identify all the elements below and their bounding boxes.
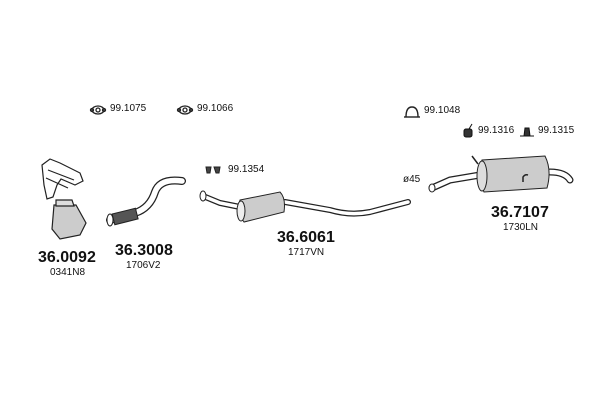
part-number: 36.6061 bbox=[277, 229, 335, 246]
part-ref: 1730LN bbox=[503, 222, 539, 233]
accessory-code: 99.1048 bbox=[424, 105, 461, 116]
accessory-code: 99.1354 bbox=[228, 164, 265, 175]
gasket-icon bbox=[89, 105, 107, 115]
diameter-label: ø45 bbox=[403, 174, 421, 185]
accessory-code: 99.1316 bbox=[478, 125, 515, 136]
part-number: 36.0092 bbox=[38, 249, 96, 266]
rubber-mount-icon bbox=[463, 123, 473, 138]
part-number: 36.7107 bbox=[491, 204, 549, 221]
part-number: 36.3008 bbox=[115, 242, 173, 259]
accessory-code: 99.1066 bbox=[197, 103, 234, 114]
manifold-catalyst-part bbox=[41, 158, 87, 240]
front-pipe-part bbox=[106, 176, 186, 227]
u-clamp-icon bbox=[404, 106, 420, 118]
hanger-icon bbox=[520, 127, 534, 137]
gasket-icon bbox=[176, 105, 194, 115]
part-ref: 1717VN bbox=[288, 247, 325, 258]
center-muffler-part bbox=[199, 190, 411, 223]
accessory-code: 99.1315 bbox=[538, 125, 575, 136]
part-ref: 0341N8 bbox=[50, 267, 86, 278]
clamp-icon bbox=[205, 166, 221, 174]
accessory-code: 99.1075 bbox=[110, 103, 147, 114]
part-ref: 1706V2 bbox=[126, 260, 161, 271]
rear-muffler-part bbox=[428, 155, 574, 193]
